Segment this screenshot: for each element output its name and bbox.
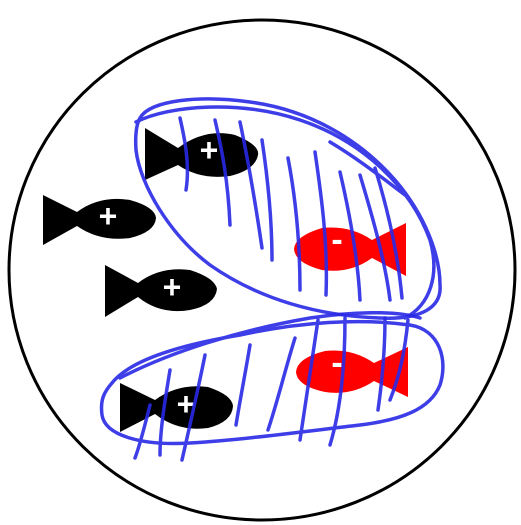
- fish-positive-4: +: [120, 383, 233, 432]
- fish-positive-2: +: [43, 195, 156, 245]
- fish-sign: +: [163, 269, 182, 305]
- fish-sign: +: [200, 132, 219, 168]
- fish-sign: -: [331, 221, 342, 259]
- upper-hatch: [240, 122, 262, 248]
- fish-positive-3: +: [105, 265, 217, 317]
- fish-body: [294, 223, 406, 276]
- upper-hatch: [288, 158, 300, 290]
- upper-hatch: [262, 140, 272, 260]
- fish-sign: +: [99, 198, 118, 234]
- upper-hatch: [315, 152, 326, 295]
- upper-hatch: [330, 142, 405, 195]
- lower-hatch: [236, 345, 250, 425]
- fish-body: [105, 265, 217, 317]
- lower-hatch: [268, 338, 295, 430]
